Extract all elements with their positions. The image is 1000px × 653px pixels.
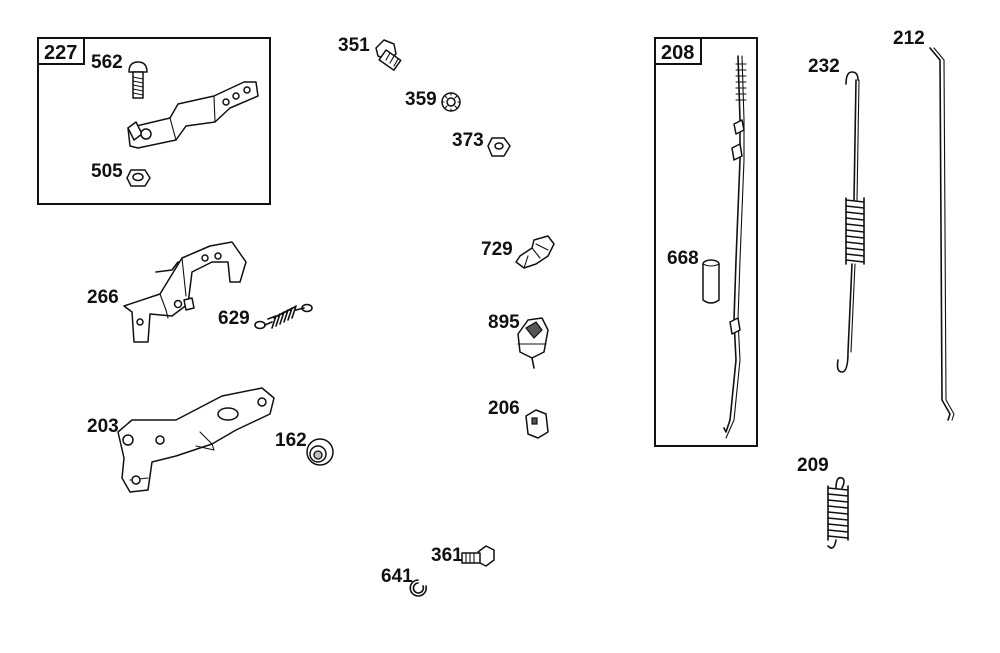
- label-206: 206: [488, 398, 520, 419]
- label-629: 629: [218, 308, 250, 329]
- label-505: 505: [91, 161, 123, 182]
- part-668-sleeve: 668: [667, 248, 720, 304]
- part-373-nut: 373: [452, 130, 511, 157]
- part-641-ring: 641: [381, 566, 428, 597]
- label-232: 232: [808, 56, 840, 77]
- label-668: 668: [667, 248, 699, 269]
- part-895-knob: 895: [488, 312, 549, 369]
- part-208-rod: [723, 55, 747, 439]
- label-562: 562: [91, 52, 123, 73]
- label-162: 162: [275, 430, 307, 451]
- label-729: 729: [481, 239, 513, 260]
- label-209: 209: [797, 455, 829, 476]
- part-361-bolt: 361: [431, 545, 495, 567]
- part-212-rod: 212: [893, 28, 955, 421]
- part-359-washer: 359: [405, 89, 461, 112]
- group-box-227: 227: [37, 37, 271, 205]
- label-212: 212: [893, 28, 925, 49]
- label-203: 203: [87, 416, 119, 437]
- part-351-bolt: 351: [338, 35, 402, 71]
- part-227-bracket: [127, 81, 259, 149]
- label-266: 266: [87, 287, 119, 308]
- label-351: 351: [338, 35, 370, 56]
- label-361: 361: [431, 545, 463, 566]
- label-895: 895: [488, 312, 520, 333]
- part-203-plate: 203: [87, 387, 275, 493]
- group-box-208: 208: [654, 37, 758, 447]
- part-232-spring-rod: 232: [808, 56, 865, 373]
- part-206-clip: 206: [488, 398, 549, 439]
- part-729-clip: 729: [481, 235, 555, 269]
- label-359: 359: [405, 89, 437, 110]
- part-505-nut: 505: [91, 161, 151, 187]
- part-562-screw: 562: [91, 52, 148, 99]
- part-162-bushing: 162: [275, 430, 334, 466]
- part-629-spring: 629: [218, 303, 313, 330]
- label-373: 373: [452, 130, 484, 151]
- label-227: 227: [44, 42, 77, 64]
- part-266-bracket: 266: [87, 241, 247, 343]
- label-208: 208: [661, 42, 694, 64]
- label-641: 641: [381, 566, 413, 587]
- part-209-spring: 209: [797, 455, 849, 549]
